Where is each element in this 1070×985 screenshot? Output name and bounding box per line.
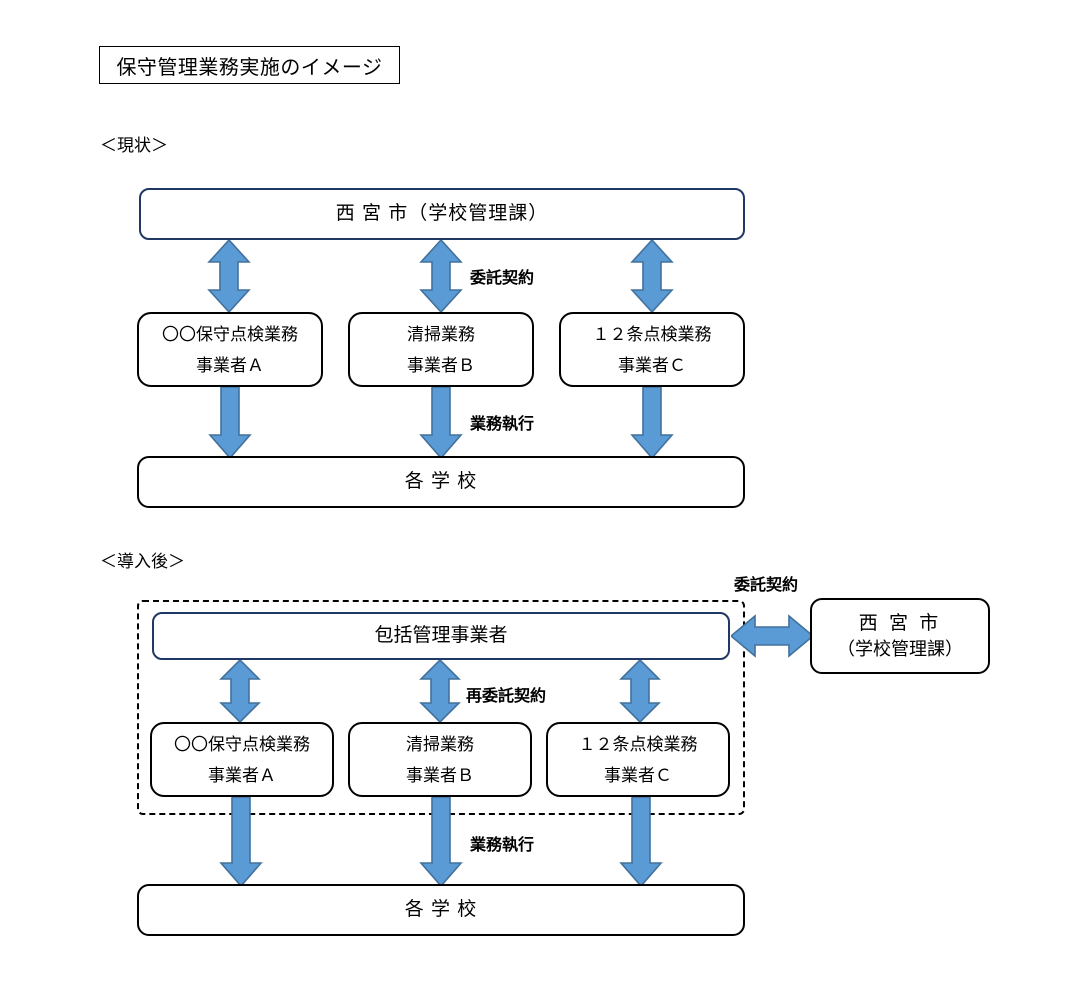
after-contractor-box-c: １２条点検業務 事業者Ｃ — [546, 722, 730, 797]
after-city-box: 西 宮 市 （学校管理課） — [810, 598, 990, 674]
arrow-after-subcontract-c — [619, 660, 661, 722]
current-contractor-service-a: 〇〇保守点検業務 — [162, 324, 298, 344]
current-contractor-vendor-a: 事業者Ａ — [196, 355, 264, 375]
after-manager-box: 包括管理事業者 — [152, 612, 730, 660]
current-contractor-vendor-c: 事業者Ｃ — [618, 355, 686, 375]
page-title: 保守管理業務実施のイメージ — [116, 56, 383, 79]
after-contractor-box-b: 清掃業務 事業者Ｂ — [348, 722, 532, 797]
after-contractor-service-a: 〇〇保守点検業務 — [174, 734, 310, 754]
arrow-after-contract-city — [731, 612, 813, 660]
current-execution-label: 業務執行 — [470, 416, 535, 433]
arrow-after-subcontract-a — [219, 660, 261, 722]
current-schools-box: 各 学 校 — [137, 456, 745, 508]
after-contractor-vendor-a: 事業者Ａ — [208, 765, 276, 785]
arrow-current-execution-b — [419, 387, 463, 459]
current-contractor-box-b: 清掃業務 事業者Ｂ — [348, 312, 534, 387]
after-contractor-vendor-c: 事業者Ｃ — [604, 765, 672, 785]
after-manager-label: 包括管理事業者 — [374, 625, 508, 647]
section-heading-after: ＜導入後＞ — [100, 552, 185, 571]
current-city-label: 西 宮 市（学校管理課） — [335, 203, 549, 225]
arrow-current-contract-b — [419, 240, 463, 312]
arrow-current-contract-a — [207, 240, 251, 312]
after-contractor-service-b: 清掃業務 — [406, 734, 474, 754]
current-contractor-vendor-b: 事業者Ｂ — [407, 355, 475, 375]
after-city-line1: 西 宮 市 — [858, 612, 942, 634]
arrow-current-execution-c — [630, 387, 674, 459]
after-contractor-vendor-b: 事業者Ｂ — [406, 765, 474, 785]
arrow-current-contract-c — [630, 240, 674, 312]
arrow-after-subcontract-b — [419, 660, 461, 722]
after-subcontract-label: 再委託契約 — [466, 688, 547, 705]
current-contractor-box-c: １２条点検業務 事業者Ｃ — [559, 312, 745, 387]
section-heading-current: ＜現状＞ — [100, 136, 168, 155]
current-contractor-box-a: 〇〇保守点検業務 事業者Ａ — [137, 312, 323, 387]
arrow-current-execution-a — [208, 387, 252, 459]
after-contractor-box-a: 〇〇保守点検業務 事業者Ａ — [150, 722, 334, 797]
current-schools-label: 各 学 校 — [404, 471, 478, 493]
arrow-after-execution-b — [419, 797, 463, 887]
page-title-box: 保守管理業務実施のイメージ — [99, 46, 400, 84]
after-schools-label: 各 学 校 — [404, 899, 478, 921]
after-execution-label: 業務執行 — [470, 837, 535, 854]
current-city-box: 西 宮 市（学校管理課） — [139, 188, 745, 240]
arrow-after-execution-a — [219, 797, 263, 887]
current-contractor-service-b: 清掃業務 — [407, 324, 475, 344]
arrow-after-execution-c — [619, 797, 663, 887]
after-schools-box: 各 学 校 — [137, 884, 745, 936]
current-contractor-service-c: １２条点検業務 — [592, 324, 712, 344]
after-contract-label: 委託契約 — [734, 577, 799, 594]
after-city-line2: （学校管理課） — [837, 638, 963, 659]
current-contract-label: 委託契約 — [470, 270, 535, 287]
after-contractor-service-c: １２条点検業務 — [578, 734, 698, 754]
